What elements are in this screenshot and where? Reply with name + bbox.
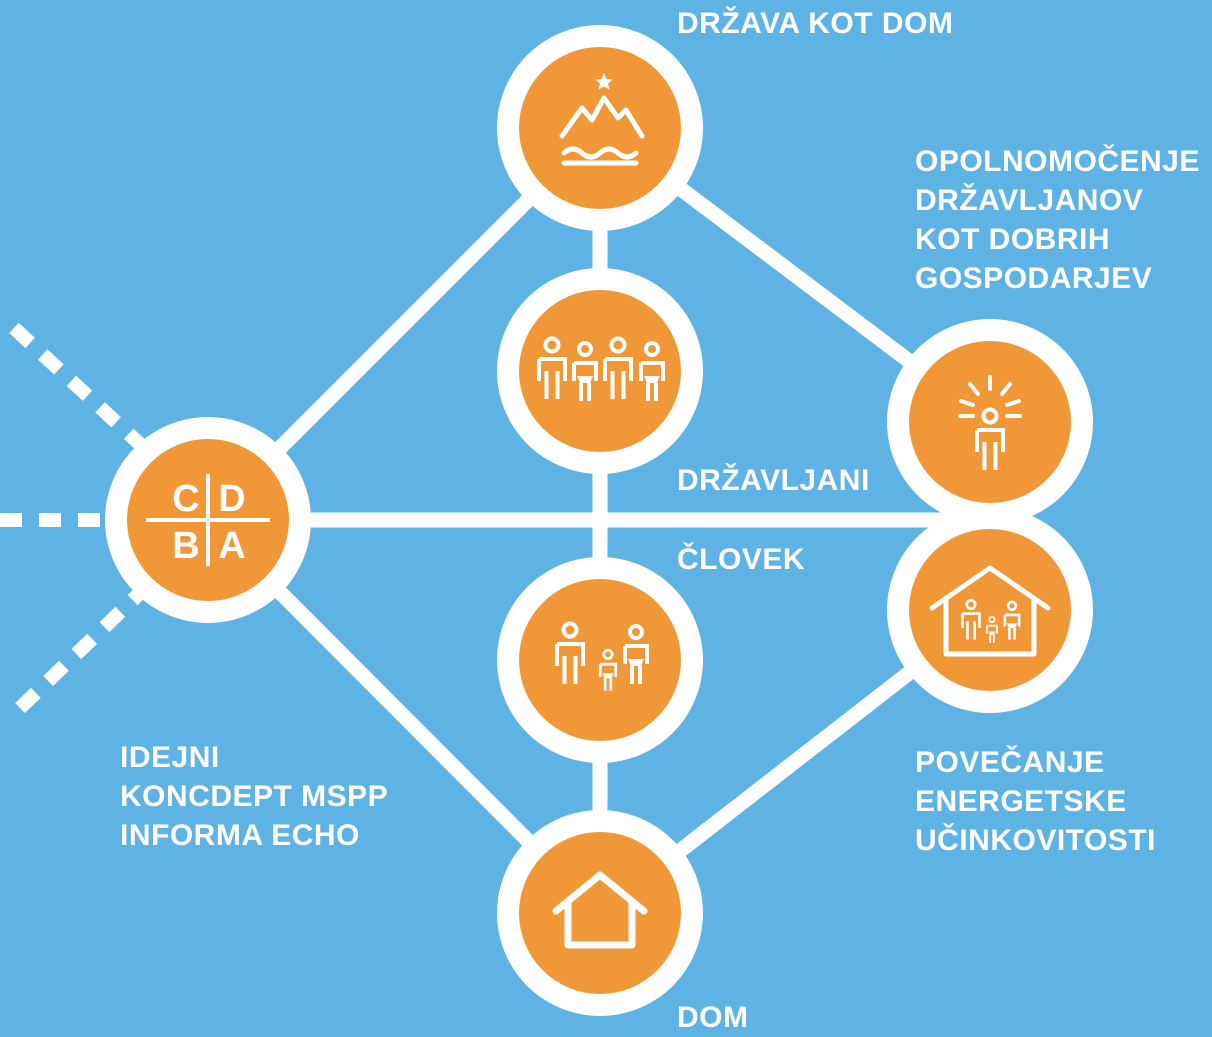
node-povecanje — [909, 529, 1071, 691]
label-line: GOSPODARJEV — [915, 262, 1153, 295]
house-icon — [552, 871, 648, 949]
node-dom — [519, 832, 681, 994]
label-line: UČINKOVITOSTI — [915, 824, 1156, 857]
label-line: OPOLNOMOČENJE — [915, 145, 1200, 178]
label-line: POVEČANJE — [915, 746, 1105, 779]
label-clovek: ČLOVEK — [677, 543, 806, 576]
label-line: ENERGETSKE — [915, 785, 1127, 818]
cdba-letter-a: A — [218, 525, 245, 567]
node-clovek — [519, 579, 681, 741]
house-family-icon — [929, 565, 1051, 657]
dashed-ray-lower — [15, 585, 147, 714]
person-radiant-icon — [958, 375, 1022, 472]
cdba-letter-b: B — [172, 525, 199, 567]
label-line: INFORMA ECHO — [120, 819, 360, 852]
label-povecanje: POVEČANJE ENERGETSKE UČINKOVITOSTI — [915, 743, 1156, 860]
label-opolnomocenje: OPOLNOMOČENJE DRŽAVLJANOV KOT DOBRIH GOS… — [915, 142, 1200, 298]
label-idejni-koncept: IDEJNI KONCDEPT MSPP INFORMA ECHO — [120, 738, 388, 855]
label-dom: DOM — [677, 1001, 749, 1034]
label-drzavljani: DRŽAVLJANI — [677, 464, 870, 497]
dashed-rays — [0, 322, 147, 714]
label-line: KOT DOBRIH — [915, 223, 1110, 256]
node-drzava — [519, 47, 681, 209]
label-line: KONCDEPT MSPP — [120, 780, 389, 813]
label-line: IDEJNI — [120, 741, 220, 774]
cdba-letter-c: C — [172, 478, 199, 520]
label-drzava-kot-dom: DRŽAVA KOT DOM — [677, 7, 954, 40]
cdba-letter-d: D — [218, 478, 245, 520]
mountain-star-water-icon — [559, 73, 645, 166]
dashed-ray-upper — [9, 322, 147, 452]
node-drzavljani — [519, 290, 681, 452]
cdba-quadrant-icon: C D B A — [146, 474, 270, 567]
label-line: DRŽAVLJANOV — [915, 184, 1144, 217]
